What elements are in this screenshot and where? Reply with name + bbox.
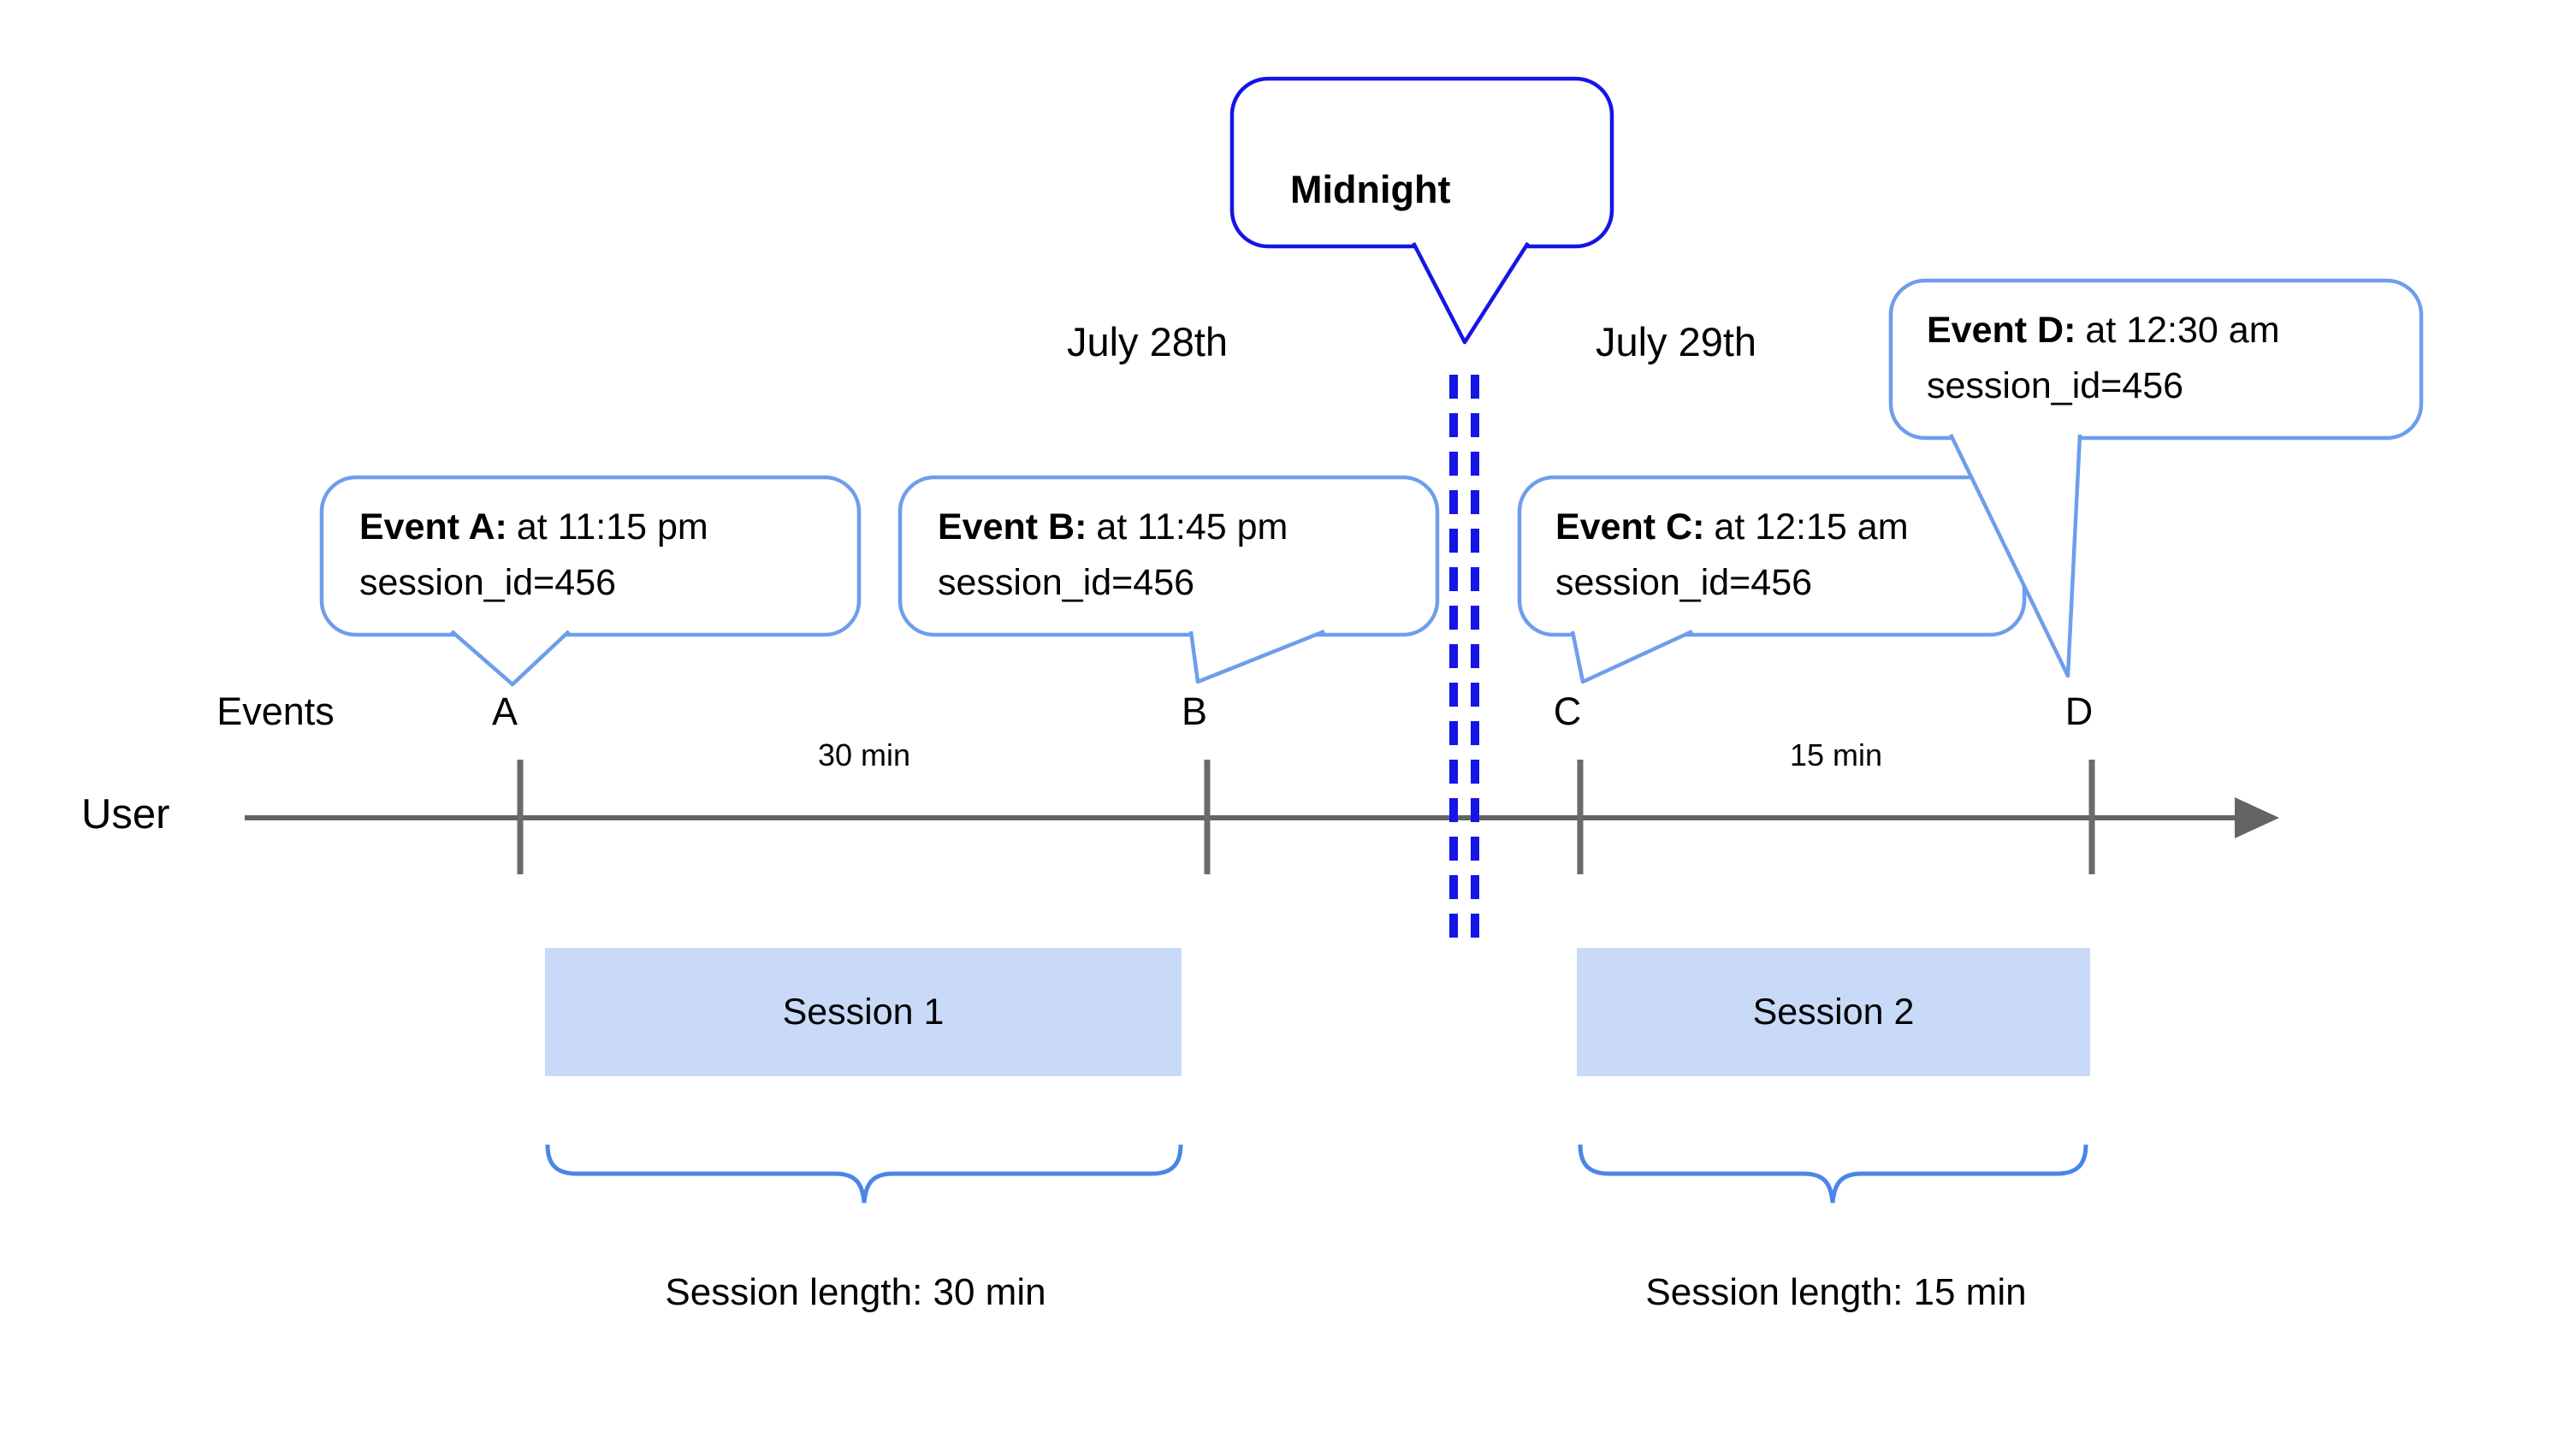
tick-letter-c: C (1553, 690, 1582, 733)
session-braces (545, 1144, 2088, 1204)
event-a-session-id: session_id=456 (359, 561, 617, 603)
session-2-brace (1578, 1144, 2088, 1204)
event-d-session-id: session_id=456 (1927, 364, 2184, 406)
midnight-callout-bubble (1229, 76, 1614, 345)
event-c-callout-text: Event C:at 12:15 am session_id=456 (1555, 500, 1909, 610)
event-d-title: Event D: (1927, 310, 2076, 351)
event-b-callout-text: Event B:at 11:45 pm session_id=456 (938, 500, 1288, 610)
timeline-axis (245, 760, 2279, 874)
session-1-box: Session 1 (545, 948, 1182, 1076)
event-b-time: at 11:45 pm (1096, 506, 1288, 547)
tick-letter-a: A (491, 690, 518, 733)
event-b-bubble-body (897, 475, 1440, 637)
timeline-arrowhead-icon (2235, 797, 2279, 838)
event-c-time: at 12:15 am (1714, 506, 1909, 547)
event-c-session-id: session_id=456 (1555, 561, 1813, 603)
event-b-session-id: session_id=456 (938, 561, 1195, 603)
session-1-brace (545, 1144, 1183, 1204)
events-row-label: Events (216, 690, 335, 733)
event-d-bubble-tail (1948, 434, 2082, 678)
event-a-callout-bubble (319, 475, 862, 687)
event-d-callout-text: Event D:at 12:30 am session_id=456 (1927, 303, 2280, 413)
date-label-july-28: July 28th (1066, 319, 1229, 364)
event-d-bubble-body (1888, 278, 2424, 441)
tick-letter-b: B (1181, 690, 1208, 733)
event-a-bubble-body (319, 475, 862, 637)
event-b-callout-bubble (897, 475, 1440, 684)
session-1-length-label: Session length: 30 min (665, 1271, 1046, 1313)
event-a-time: at 11:15 pm (516, 506, 708, 547)
event-a-bubble-tail (450, 630, 571, 687)
event-b-bubble-tail (1188, 629, 1325, 684)
event-c-title: Event C: (1555, 506, 1705, 547)
session-2-box: Session 2 (1577, 948, 2090, 1076)
interval-label-30min: 30 min (817, 737, 911, 772)
event-b-title: Event B: (938, 506, 1087, 547)
tick-letter-d: D (2064, 690, 2094, 733)
event-c-bubble-tail (1570, 629, 1693, 684)
date-label-july-29: July 29th (1595, 319, 1757, 364)
user-row-label: User (81, 791, 170, 837)
event-d-callout-bubble (1888, 278, 2424, 678)
midnight-label: Midnight (1290, 168, 1451, 211)
midnight-bubble-tail (1412, 241, 1530, 345)
session-2-label: Session 2 (1752, 991, 1915, 1033)
midnight-bubble-body (1229, 76, 1614, 249)
interval-label-15min: 15 min (1789, 737, 1883, 772)
session-2-length-label: Session length: 15 min (1645, 1271, 2027, 1313)
event-a-callout-text: Event A:at 11:15 pm session_id=456 (359, 500, 708, 610)
session-1-label: Session 1 (782, 991, 945, 1033)
event-d-time: at 12:30 am (2085, 310, 2280, 351)
event-a-title: Event A: (359, 506, 507, 547)
midnight-divider (1449, 375, 1479, 939)
